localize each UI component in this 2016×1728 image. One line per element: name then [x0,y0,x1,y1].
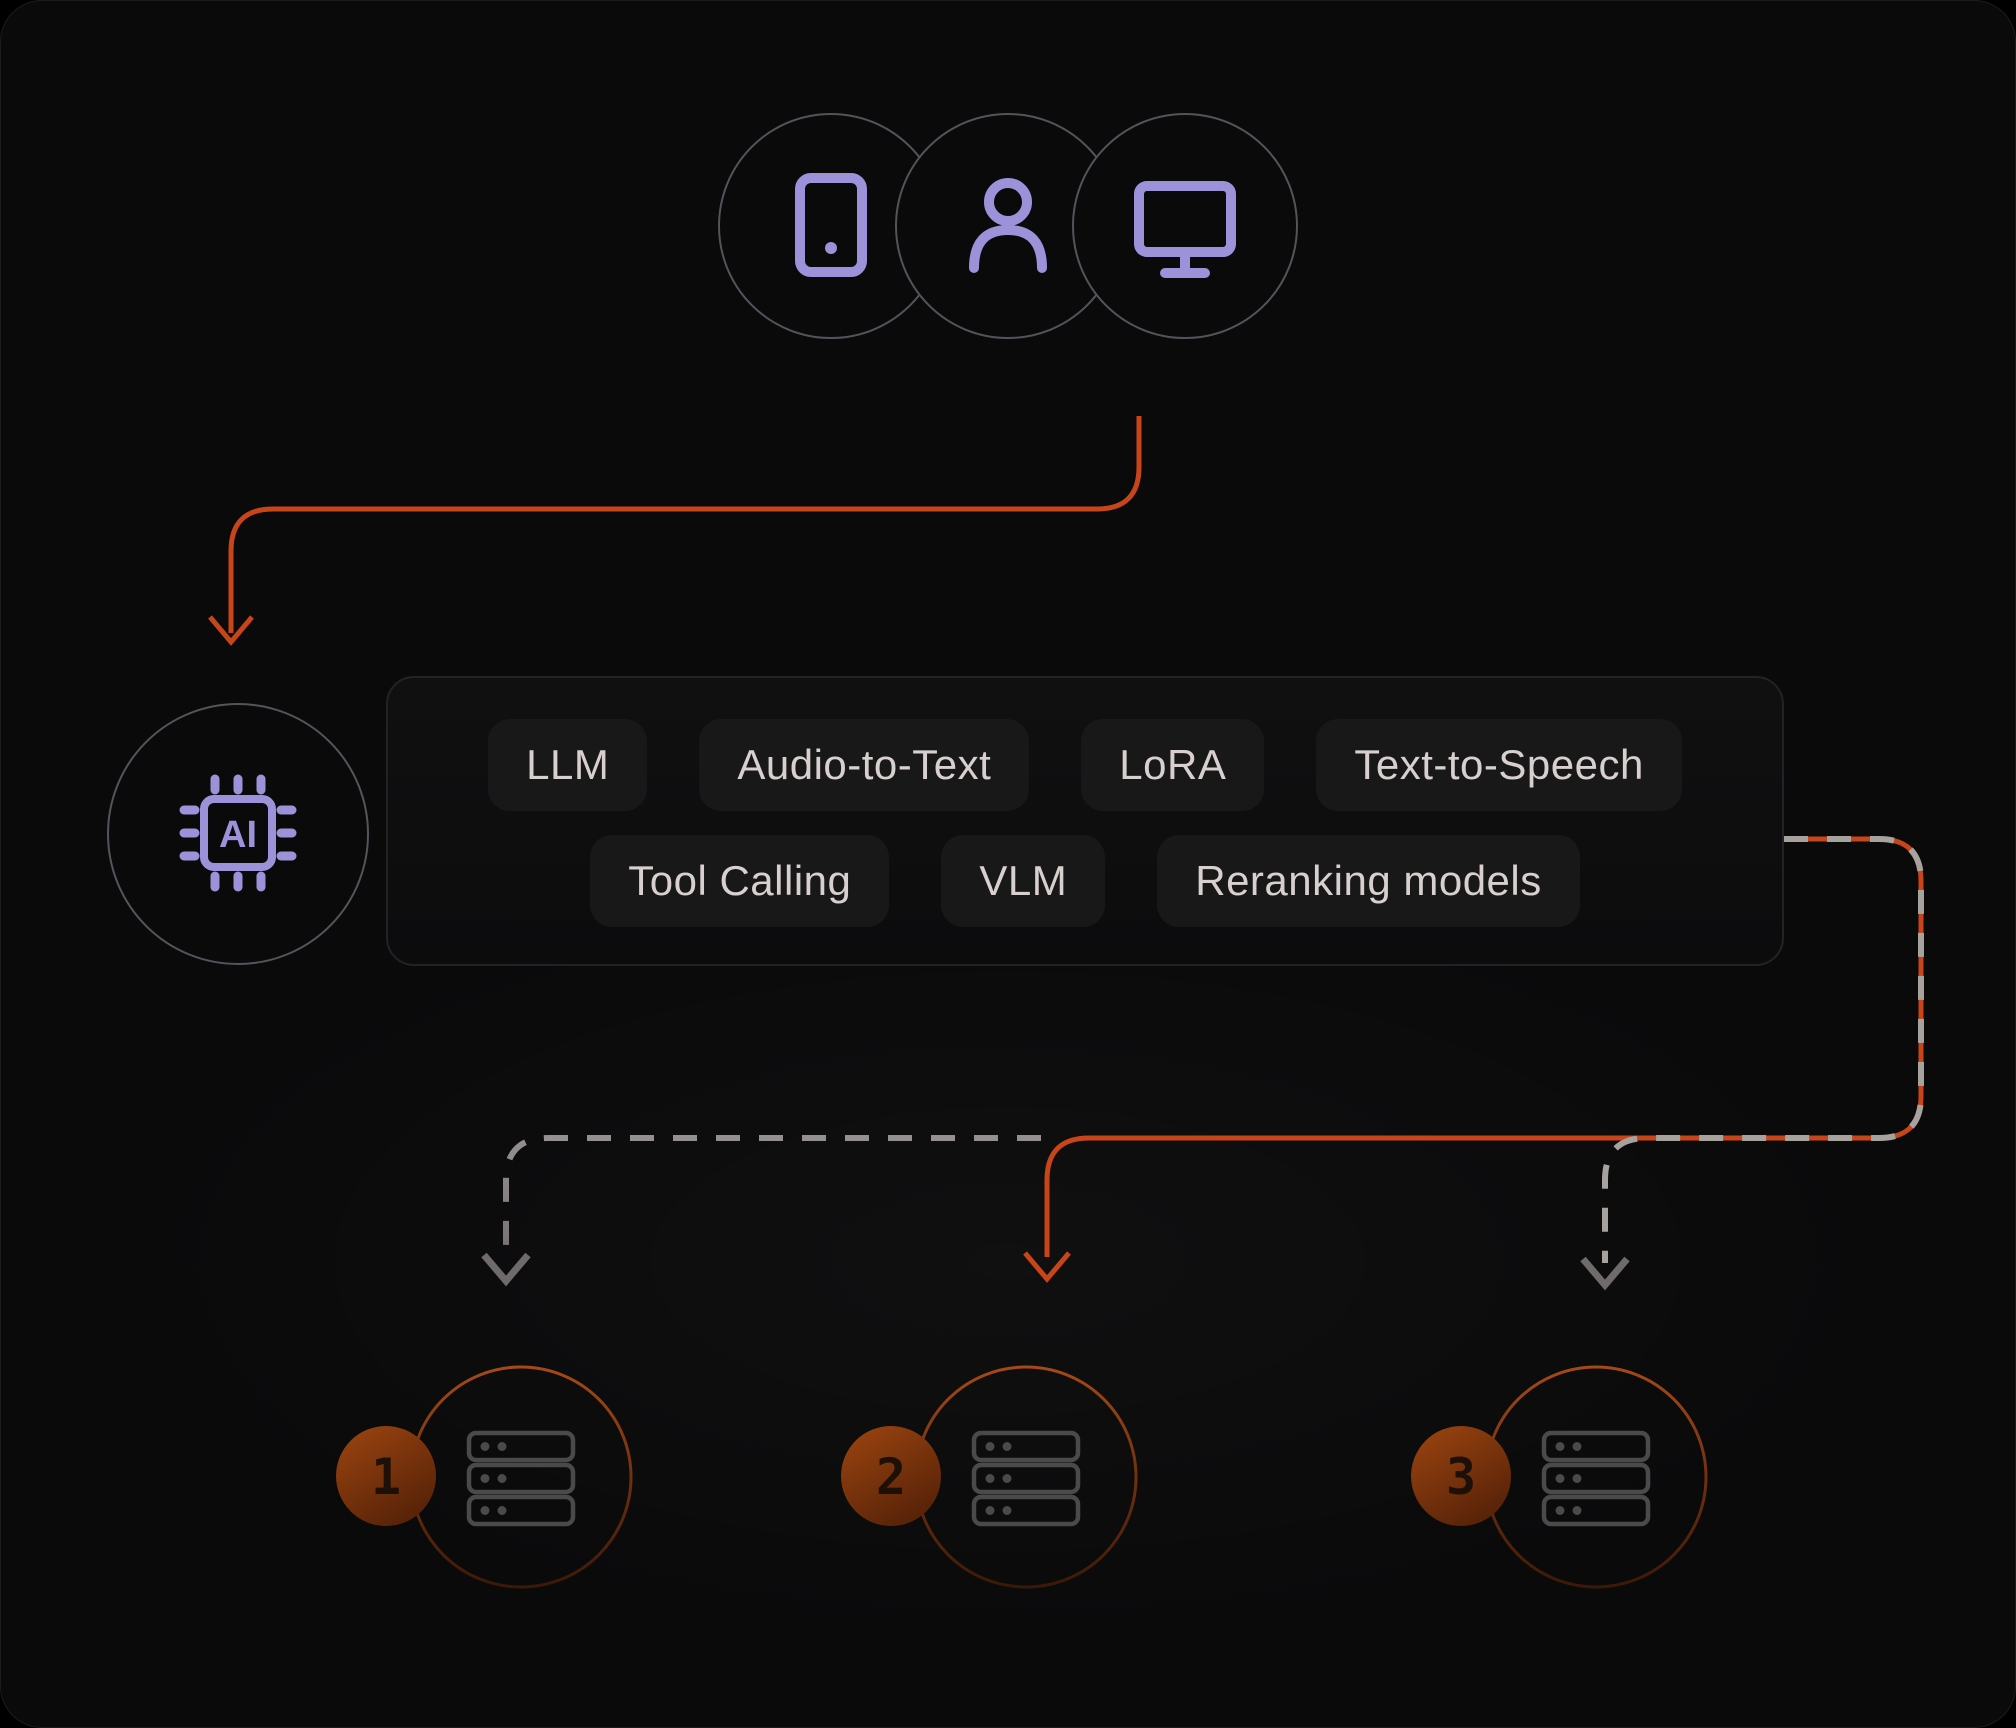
connector-dashed-to-server-3 [1580,836,1924,1291]
server-rack-icons [466,1430,1651,1527]
connector-clients-to-ai [208,416,1142,646]
server-badge-1 [336,1426,436,1526]
orange-line-clients-to-ai [228,416,1142,633]
server-rack-icon [971,1430,1081,1527]
server-circle-2 [914,1365,1138,1589]
server-rack-icon [1541,1430,1651,1527]
server-circle-1 [409,1365,633,1589]
model-tag-tool-calling: Tool Calling [590,835,890,927]
model-tag-lora: LoRA [1081,719,1265,811]
orange-arrowhead-to-server-2 [1023,1251,1071,1283]
client-circle-monitor [1072,113,1298,339]
client-circles-group [718,113,1298,339]
server-badge-number-1: 1 [371,1448,401,1506]
server-badge-3 [1411,1426,1511,1526]
server-circle-3 [1484,1365,1708,1589]
server-badge-2 [841,1426,941,1526]
smartphone-icon [795,173,867,277]
ai-circle [107,703,369,965]
server-badge-number-2: 2 [876,1448,906,1506]
connector-ai-to-server-2 [1023,836,1924,1283]
orange-arrowhead-to-ai [208,615,254,646]
model-tag-vlm: VLM [941,835,1106,927]
model-tag-audio-to-text: Audio-to-Text [699,719,1030,811]
model-tags-row-1: LLM Audio-to-Text LoRA Text-to-Speech [386,719,1784,811]
gray-dashed-line-to-server-1 [503,1135,1041,1259]
model-tag-text-to-speech: Text-to-Speech [1316,719,1682,811]
gray-arrowhead-to-server-1 [481,1252,531,1287]
orange-line-to-server-2 [1044,836,1924,1257]
model-tag-llm: LLM [488,719,648,811]
model-tag-reranking-models: Reranking models [1157,835,1580,927]
server-circles-group: 1 2 3 [336,1365,1708,1589]
connector-dashed-to-server-1 [481,1135,1041,1287]
model-tags-row-2: Tool Calling VLM Reranking models [386,835,1784,927]
gray-arrowhead-to-server-3 [1580,1256,1630,1291]
server-badge-number-3: 3 [1446,1448,1476,1506]
user-icon [969,178,1047,273]
ai-chip-icon: AI [179,774,297,892]
monitor-icon [1134,181,1236,278]
ai-hub-group: AI [107,703,369,965]
server-rack-icon [466,1430,576,1527]
server-badges: 1 2 3 [336,1426,1511,1526]
ai-chip-label: AI [219,814,257,856]
